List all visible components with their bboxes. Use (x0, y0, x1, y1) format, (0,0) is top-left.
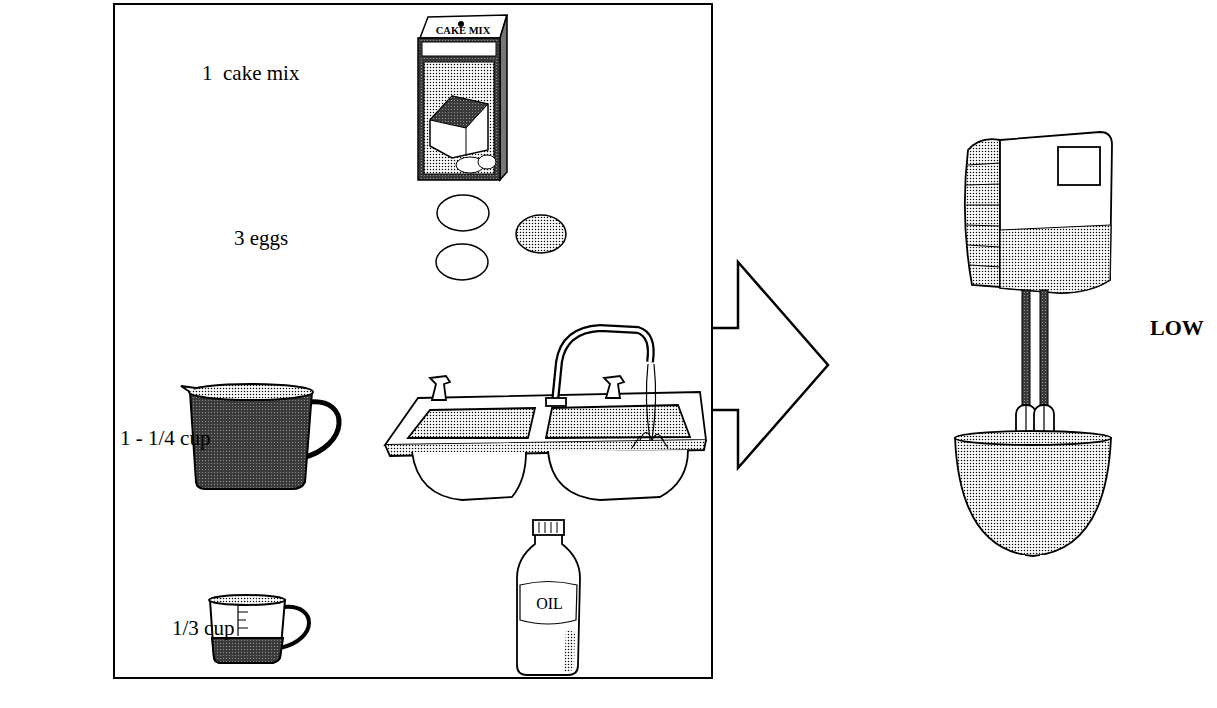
mixer-illustration-part (1010, 555, 1055, 557)
node-text: LOW (1150, 316, 1204, 340)
node-text: 1 cake mix (202, 62, 299, 85)
oil-bottle-label: OIL (517, 589, 582, 621)
cake-mix-illustration-part (478, 155, 496, 169)
cake-mix-illustration-part (422, 42, 496, 56)
cake-mix-illustration (418, 15, 507, 180)
cake-mix-illustration-part (466, 128, 467, 156)
ingredients-box: CAKE MIX OIL 1 cake mix 3 eggs 1 - 1/4 cup 1/… (113, 3, 713, 679)
sink-illustration-part (646, 364, 655, 440)
cake-mix-illustration-part (430, 96, 488, 158)
oil-bottle-part (564, 630, 575, 672)
node-text: CAKE MIX (417, 25, 509, 37)
sink-illustration-part (546, 405, 690, 438)
eggs-illustration-part (437, 195, 489, 231)
oil-bottle-part (539, 522, 557, 533)
mixer-illustration-part (1000, 225, 1111, 293)
cake-mix-illustration-part (430, 96, 488, 128)
cake-mix-illustration-part (418, 38, 500, 180)
measuring-cup-water-part (181, 386, 196, 392)
measuring-cup-oil-part (209, 595, 285, 605)
sink-illustration-part (604, 376, 624, 398)
mixer-illustration-part (965, 139, 1000, 287)
node-text: OIL (517, 595, 582, 613)
mixer-illustration-part (955, 431, 1111, 445)
mixer-illustration-part (966, 163, 1000, 267)
mixer-illustration-part (1058, 147, 1100, 185)
sink-illustration-part (408, 408, 535, 438)
mixer-illustration-part (1022, 290, 1030, 415)
mixer-illustration-part (1000, 132, 1112, 293)
sink-illustration (385, 328, 706, 500)
sink-illustration-part (548, 450, 688, 500)
measuring-cup-water-part (189, 384, 313, 400)
cake-mix-box: CAKE MIX (417, 24, 509, 40)
sink-illustration-part (555, 328, 651, 402)
sink-illustration-part (412, 452, 526, 500)
sink-illustration-part (546, 398, 566, 406)
cake-mix-illustration-part (500, 15, 507, 180)
eggs-illustration (436, 195, 566, 280)
node-text: 1 - 1/4 cup (120, 427, 210, 450)
node-text: 3 eggs (234, 227, 288, 250)
hollow-block-arrow (713, 262, 828, 468)
measuring-cup-oil-part (238, 606, 248, 636)
sink-illustration-part (555, 328, 651, 402)
eggs-illustration-part (516, 215, 566, 253)
mixer-node: LOW (828, 100, 1217, 600)
eggs-illustration-part (436, 244, 488, 280)
sink-illustration-part (632, 433, 668, 449)
mixer-illustration-part (955, 438, 1111, 556)
oil-bottle-part (533, 520, 564, 535)
node-text: 1/3 cup (172, 617, 234, 640)
mixer-illustration (955, 132, 1112, 556)
mixer-illustration-part (1040, 290, 1048, 415)
measuring-cup-oil-part (212, 638, 283, 663)
sink-illustration-part (430, 376, 450, 400)
